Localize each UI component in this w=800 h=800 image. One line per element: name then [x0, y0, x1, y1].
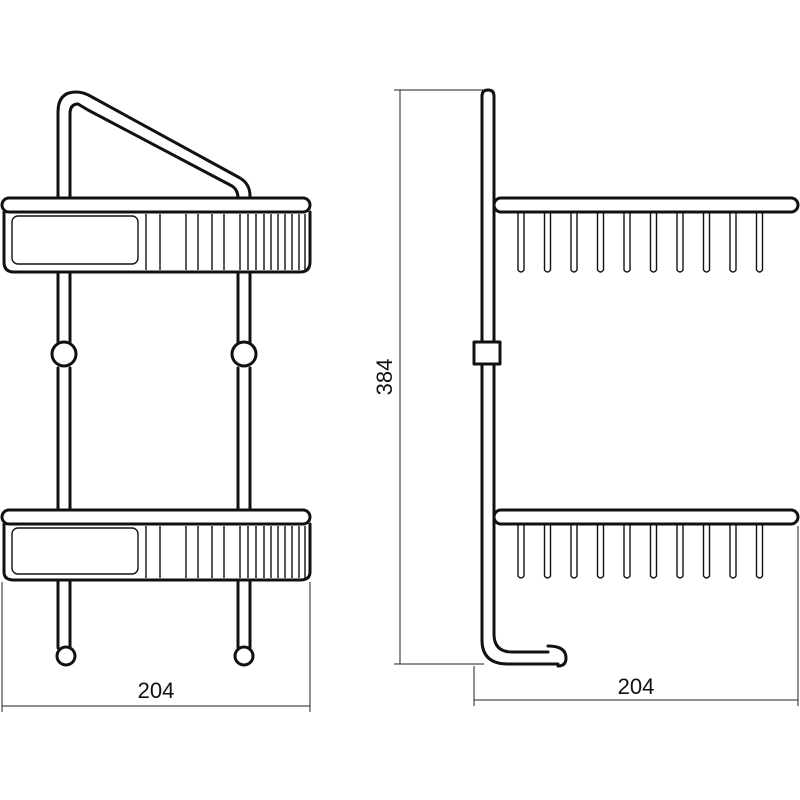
side-height-dimension: 384	[372, 89, 484, 665]
side-mount-bracket	[472, 340, 502, 366]
front-view: 204	[0, 90, 312, 712]
side-upper-shelf-wire	[649, 212, 658, 273]
side-upper-shelf-wire	[517, 212, 525, 273]
side-lower-shelf-wire	[623, 524, 631, 579]
side-lower-wires	[517, 524, 764, 579]
lower-basket-panel	[11, 527, 139, 575]
side-height-label: 384	[372, 359, 397, 396]
front-left-rod	[56, 90, 252, 200]
front-left-rod-inner	[68, 102, 240, 200]
side-hook-tip	[546, 644, 568, 668]
side-depth-dimension: 204	[473, 526, 799, 706]
side-lower-shelf-wire	[543, 524, 552, 579]
side-depth-label: 204	[618, 674, 655, 699]
front-width-dimension: 204	[1, 582, 311, 712]
foot-knob-left	[55, 645, 77, 667]
side-upper-shelf-wire	[543, 212, 552, 273]
side-lower-shelf-wire	[596, 524, 605, 579]
lower-basket-front	[0, 508, 312, 582]
upper-basket-body	[2, 210, 312, 274]
wall-mount-knob-right	[230, 340, 258, 368]
side-upper-shelf-wire	[755, 212, 764, 273]
side-lower-shelf-wire	[517, 524, 525, 579]
upper-basket-front	[0, 196, 312, 274]
upper-basket-panel	[11, 215, 139, 265]
side-lower-shelf-wire	[676, 524, 684, 579]
side-upper-shelf-wire	[623, 212, 631, 273]
side-back-bar	[480, 88, 496, 344]
side-upper-shelf-wire	[596, 212, 605, 273]
side-upper-shelf-wire	[729, 212, 737, 273]
side-lower-shelf-wire	[570, 524, 578, 579]
lower-basket-body	[2, 522, 312, 582]
lower-basket-rim	[0, 508, 312, 526]
foot-knob-right	[233, 645, 255, 667]
side-lower-shelf-wire	[729, 524, 737, 579]
side-upper-shelf-wire	[570, 212, 578, 273]
side-upper-shelf-rim	[492, 196, 800, 214]
side-lower-shelf-wire	[702, 524, 711, 579]
side-upper-wires	[517, 212, 764, 273]
side-view: 384 204	[372, 88, 800, 706]
side-lower-shelf-rim	[492, 508, 800, 526]
side-upper-shelf-wire	[676, 212, 684, 273]
upper-basket-rim	[0, 196, 312, 214]
side-upper-shelf-wire	[702, 212, 711, 273]
side-bottom-hook-inner	[492, 362, 550, 654]
side-bottom-hook	[480, 362, 560, 666]
side-lower-shelf-wire	[649, 524, 658, 579]
side-lower-shelf-wire	[755, 524, 764, 579]
front-width-label: 204	[138, 678, 175, 703]
wall-mount-knob-left	[50, 340, 78, 368]
